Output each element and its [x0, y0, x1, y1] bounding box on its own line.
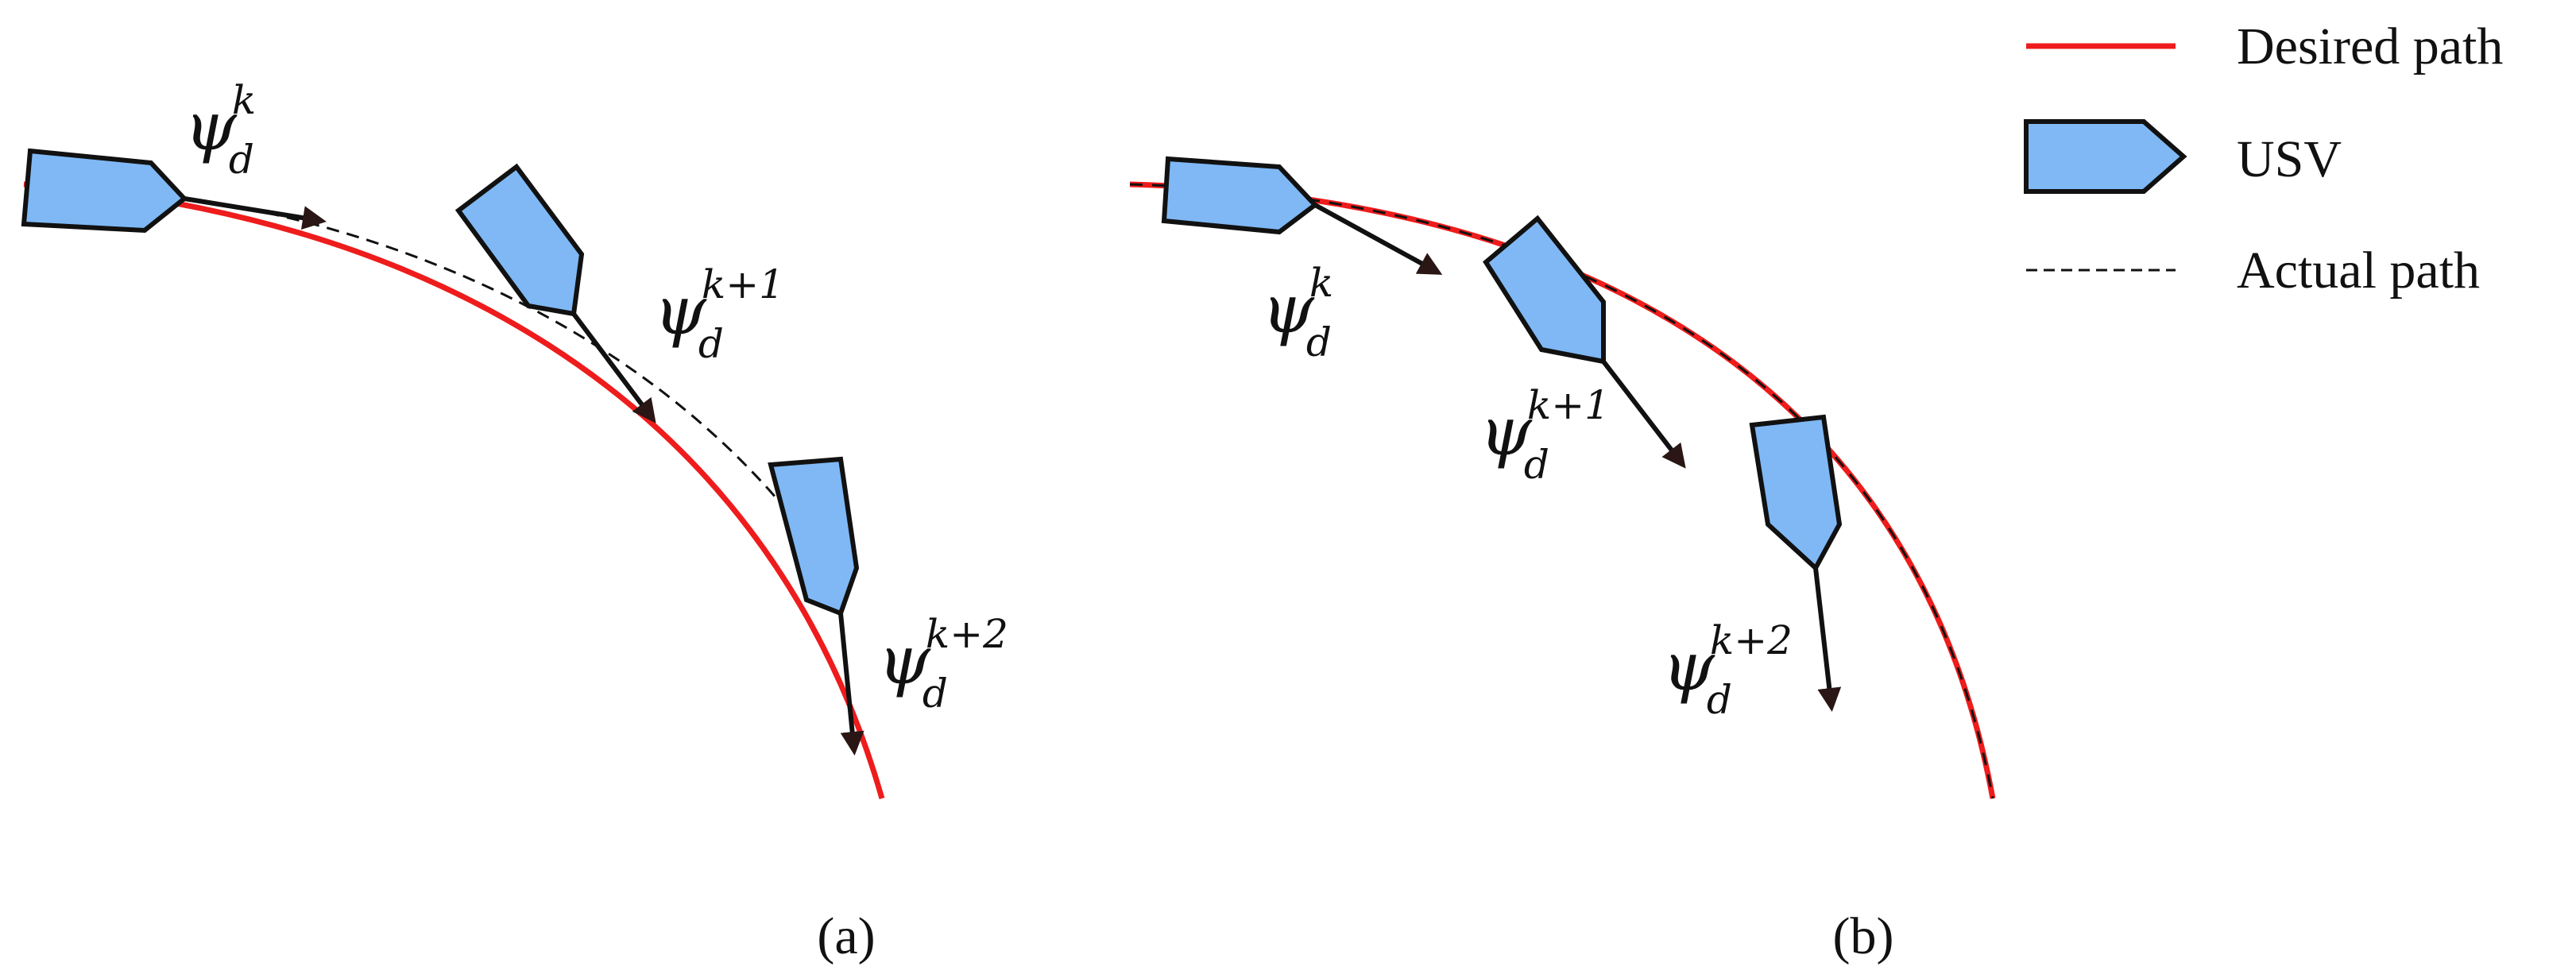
usv-hull — [1483, 215, 1606, 365]
heading-label-k1-a: ψdk+1 — [654, 261, 784, 367]
usv-a-3: ψdk+2 — [768, 456, 1008, 756]
heading-label-k-a: ψdk — [184, 77, 256, 183]
usv-b-3: ψdk+2 — [1662, 414, 1843, 723]
usv-hull — [768, 456, 860, 617]
usv-hull — [1161, 156, 1319, 235]
usv-hull — [454, 163, 585, 317]
heading-label-k2-a: ψdk+2 — [878, 611, 1008, 717]
heading-label-k1-b: ψdk+1 — [1479, 382, 1610, 488]
heading-label-k2-b: ψdk+2 — [1662, 617, 1793, 723]
caption-a: (a) — [817, 907, 875, 965]
legend-item-actual-path: Actual path — [2026, 242, 2480, 300]
legend-label-usv: USV — [2237, 130, 2342, 188]
legend-label-desired-path: Desired path — [2237, 17, 2503, 75]
caption-b: (b) — [1833, 907, 1894, 965]
usv-b-1: ψdk — [1161, 156, 1443, 365]
usv-a-2: ψdk+1 — [454, 163, 784, 423]
heading-label-k-b: ψdk — [1262, 260, 1333, 365]
legend-label-actual-path: Actual path — [2237, 242, 2480, 300]
usv-a-1: ψdk — [21, 77, 327, 234]
heading-arrow — [571, 312, 656, 423]
usv-hull — [21, 148, 188, 234]
legend-item-desired-path: Desired path — [2026, 17, 2503, 75]
desired-path-curve-a — [23, 181, 885, 799]
usv-hull — [1749, 414, 1843, 572]
usv-b-2: ψdk+1 — [1479, 215, 1686, 488]
heading-arrow — [184, 196, 327, 230]
panel-b: ψdk ψdk+1 ψdk+2 (b) — [1129, 156, 1996, 965]
heading-arrow — [838, 613, 864, 756]
heading-arrow — [1601, 360, 1686, 469]
heading-arrow — [1313, 203, 1443, 275]
legend-swatch-usv — [2024, 119, 2187, 194]
legend: Desired path USV Actual path — [2024, 17, 2503, 300]
heading-arrow — [1813, 567, 1842, 712]
panel-a: ψdk ψdk+1 ψdk+2 (a) — [21, 77, 1008, 965]
actual-path-curve-b — [1129, 183, 1994, 799]
legend-item-usv: USV — [2024, 119, 2342, 194]
